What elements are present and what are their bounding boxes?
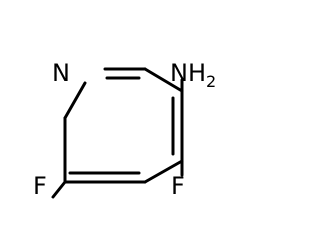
bond-c2-fluorine [51, 180, 67, 199]
fluorine-left-label: F [33, 172, 47, 200]
fluorine-right-label: F [171, 172, 185, 200]
bond-c6-c5 [143, 67, 184, 93]
amine-label: NH2 [170, 59, 216, 91]
amine-subscript: 2 [206, 72, 216, 91]
structure-diagram: N NH2 F F [33, 59, 216, 200]
bond-n-c2 [63, 81, 87, 120]
ring-nitrogen-label: N [52, 59, 70, 87]
bond-c4-c3 [143, 159, 184, 184]
amine-main-text: NH [170, 59, 206, 87]
